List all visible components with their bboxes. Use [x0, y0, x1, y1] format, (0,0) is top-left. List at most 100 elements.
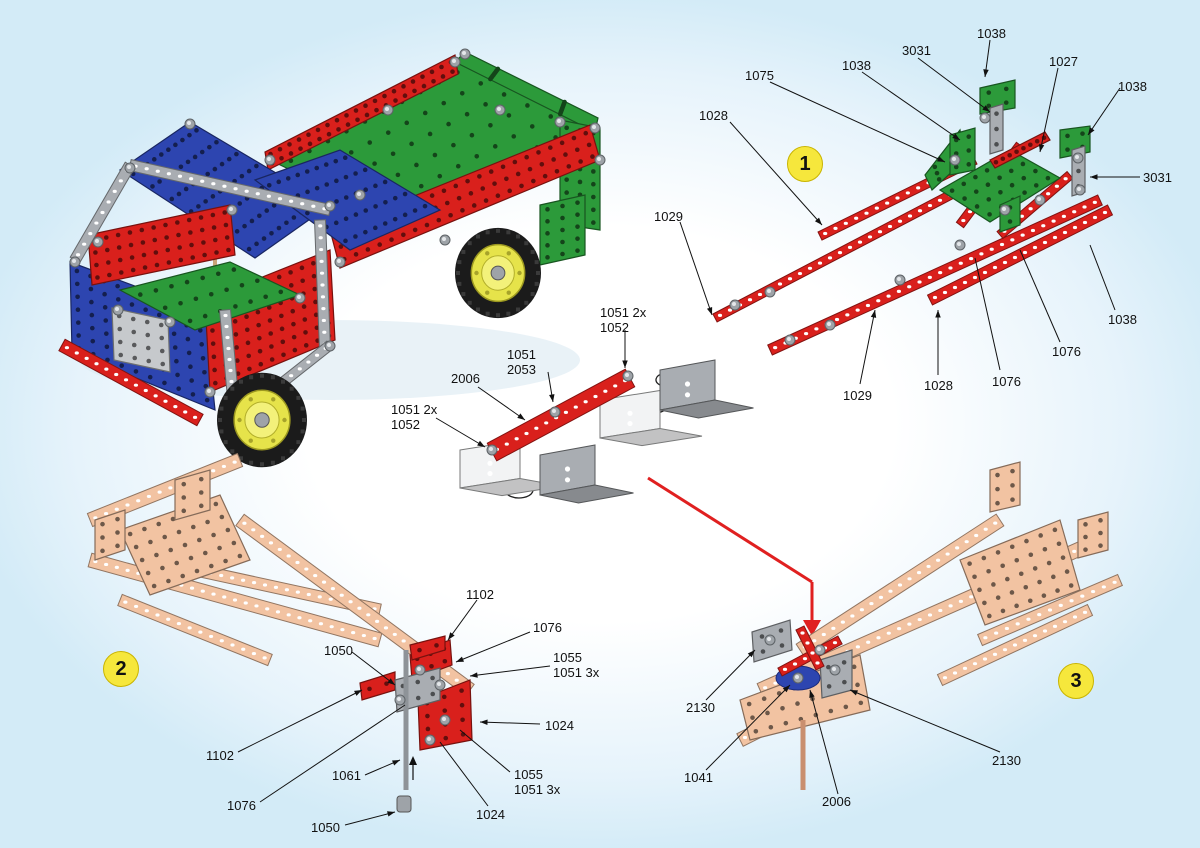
strip-hole — [286, 554, 291, 558]
plate-hole — [244, 327, 250, 333]
leader-s2-1024 — [479, 721, 541, 725]
plate-hole — [529, 124, 535, 129]
strip-hole — [260, 534, 265, 538]
copper-rail — [976, 573, 1124, 647]
strip-hole — [1092, 200, 1097, 204]
tyre-tread — [476, 307, 480, 312]
plate-hole — [1028, 552, 1034, 558]
plate-hole — [175, 220, 180, 225]
copper-rail — [936, 603, 1094, 687]
plate-hole — [841, 660, 847, 665]
strip-hole — [782, 667, 788, 671]
strip-hole — [800, 631, 805, 635]
plate-hole — [75, 307, 81, 313]
plate-hole — [333, 220, 339, 226]
plate-hole — [153, 288, 159, 293]
plate-hole — [1021, 175, 1027, 181]
plate-hole — [412, 227, 418, 233]
strip-hole — [222, 184, 227, 188]
strip-hole — [146, 494, 152, 499]
plate-hole — [425, 713, 430, 719]
grey-bracket-right — [659, 359, 754, 419]
plate-hole — [750, 715, 755, 720]
part-label: 1076 — [1052, 344, 1081, 359]
bolt-shine — [442, 717, 446, 721]
strip-hole — [992, 652, 998, 656]
plate-hole — [401, 232, 406, 238]
part-label: 1055 1051 3x — [553, 650, 600, 680]
plate-hole — [304, 169, 310, 174]
plate-hole — [984, 168, 990, 173]
bolt-shine — [207, 389, 211, 393]
plate-hole — [116, 245, 122, 250]
bolt-shine — [625, 373, 629, 377]
plate-hole — [987, 613, 992, 619]
strip-hole — [763, 686, 768, 690]
plate-hole — [202, 252, 207, 258]
plate-hole — [100, 535, 105, 540]
plate-body — [1077, 511, 1109, 559]
plate-hole — [117, 339, 123, 345]
strip-hole — [1082, 610, 1088, 614]
plate-hole — [90, 325, 95, 331]
strip-hole — [241, 647, 246, 651]
plate-hole — [778, 628, 784, 633]
plate-hole — [843, 704, 849, 710]
plate-hole — [223, 222, 229, 228]
strip-hole — [1012, 255, 1018, 260]
tyre-tread — [461, 249, 466, 254]
strip-hole — [265, 607, 270, 611]
assembly-arrow — [647, 476, 813, 584]
plate-hole — [429, 193, 435, 198]
strip-1029-lower — [767, 194, 1103, 356]
assembly-arrow-head — [803, 620, 821, 636]
leader-detail-d — [435, 417, 486, 448]
strip-hole — [251, 651, 257, 656]
strip-hole — [306, 592, 311, 597]
plate-hole — [363, 187, 368, 193]
plate-hole — [224, 287, 229, 293]
strip-hole — [717, 313, 723, 317]
tyre-tread — [524, 241, 529, 246]
plate-hole — [100, 548, 105, 554]
strip-hole — [311, 204, 316, 208]
leader-1029-head — [706, 307, 713, 315]
plate-hole — [336, 127, 341, 132]
grey-bracket-left — [539, 444, 634, 504]
bolt-shine — [442, 237, 446, 241]
plate-hole — [761, 696, 767, 701]
tyre-tread — [485, 230, 490, 235]
plate-hole — [343, 174, 349, 180]
strip-hole — [82, 242, 87, 246]
strip-hole — [907, 577, 912, 581]
plate-hole — [575, 248, 580, 253]
plate-hole — [156, 521, 162, 527]
strip-hole — [242, 521, 247, 525]
leader-s2-1102b-head — [354, 690, 362, 696]
strip-hole — [318, 236, 323, 240]
plate-hole — [268, 331, 274, 336]
strip-hole — [320, 283, 325, 287]
plate-hole — [1098, 530, 1103, 536]
plate-hole — [753, 729, 759, 734]
plate-hole — [934, 170, 940, 176]
plate-hole — [1038, 533, 1043, 538]
leader-s2-1102-head — [448, 632, 455, 640]
plate-hole — [311, 273, 317, 279]
plate-hole — [524, 154, 529, 160]
plate-hole — [1033, 183, 1039, 188]
strip-hole — [297, 367, 302, 371]
plate-hole — [280, 339, 286, 345]
rim-hole — [248, 397, 253, 402]
strip-hole — [1002, 648, 1008, 652]
plate-hole — [226, 156, 232, 162]
tyre-tread — [534, 281, 539, 286]
plate-hole — [364, 112, 370, 118]
plate-hole — [300, 278, 305, 284]
leader-s3-1041 — [705, 684, 791, 771]
plate-hole — [177, 245, 182, 250]
plate-hole — [1083, 534, 1088, 540]
plate-hole — [414, 162, 419, 168]
strip-hole — [104, 367, 109, 371]
strip-hole — [938, 608, 943, 613]
